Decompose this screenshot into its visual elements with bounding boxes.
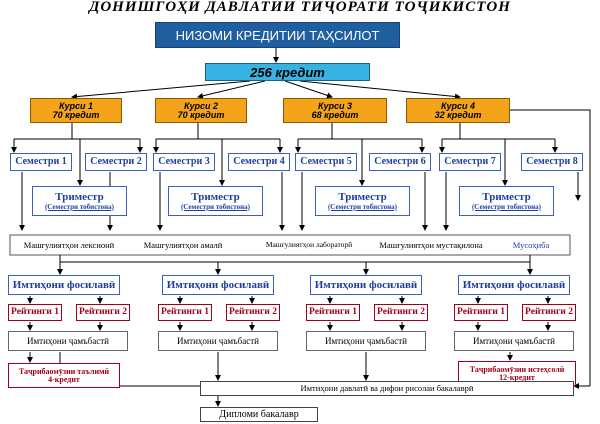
rating-1-g2: Рейтинги 1	[158, 304, 212, 321]
total-exam-3: Имтиҳони ҷамъбастӣ	[306, 331, 426, 351]
arrow-total-course2	[197, 80, 266, 99]
activity-lecture: Машғулиятҳои лексионӣ	[23, 239, 115, 250]
rating-2-g4: Рейтинги 2	[522, 304, 576, 321]
activity-independent: Машғулиятҳои мустақилона	[379, 239, 483, 250]
activity-lab: Машғулиятҳои лабораторӣ	[265, 240, 353, 250]
trimester-2-subtitle: (Семестри тобистона)	[180, 202, 251, 211]
arrow-total-course1	[71, 80, 251, 100]
rating-1-g3: Рейтинги 1	[306, 304, 360, 321]
trimester-1-subtitle: (Семестри тобистона)	[44, 202, 115, 211]
midterm-exam-1: Имтиҳони фосилавӣ	[8, 275, 120, 295]
practice-educational-title: Таҷрибаомӯзии таълимӣ	[18, 366, 110, 376]
trimester-4: Триместр (Семестри тобистона)	[459, 186, 554, 216]
rating-1-g4: Рейтинги 1	[454, 304, 508, 321]
midterm-exam-4: Имтиҳони фосилавӣ	[458, 275, 570, 295]
semester-8: Семестри 8	[521, 153, 583, 171]
course-4-name: Курси 4	[441, 100, 475, 111]
course-3: Курси 3 68 кредит	[283, 98, 387, 123]
trimester-3-subtitle: (Семестри тобистона)	[327, 202, 398, 211]
rating-2-g1: Рейтинги 2	[76, 304, 130, 321]
trimester-3-title: Триместр	[338, 190, 387, 203]
trimester-1: Триместр (Семестри тобистона)	[32, 186, 127, 216]
course-4: Курси 4 32 кредит	[406, 98, 510, 123]
semester-3: Семестри 3	[153, 153, 215, 171]
trimester-2-title: Триместр	[191, 190, 240, 203]
semester-1: Семестри 1	[10, 153, 72, 171]
practice-educational: Таҷрибаомӯзии таълимӣ 4-кредит	[8, 363, 120, 388]
bachelor-diploma: Дипломи бакалавр	[200, 407, 318, 422]
course-2: Курси 2 70 кредит	[155, 98, 247, 123]
trimester-1-title: Триместр	[55, 190, 104, 203]
semester-2: Семестри 2	[85, 153, 147, 171]
total-credits: 256 кредит	[205, 63, 370, 81]
course-3-name: Курси 3	[318, 100, 352, 111]
trimester-2: Триместр (Семестри тобистона)	[168, 186, 263, 216]
final-state-exam: Имтиҳони давлатӣ ва дифои рисолаи бакала…	[200, 381, 574, 396]
rating-2-g2: Рейтинги 2	[226, 304, 280, 321]
trimester-3: Триместр (Семестри тобистона)	[315, 186, 410, 216]
practice-production-credits: 12-кредит	[499, 372, 535, 382]
arrow-total-course4	[299, 80, 461, 100]
activity-interview: Мусоҳиба	[512, 239, 550, 250]
credit-system-title: НИЗОМИ КРЕДИТИИ ТАҲСИЛОТ	[155, 22, 400, 48]
arrow-total-course3	[284, 80, 333, 99]
rating-1-g1: Рейтинги 1	[8, 304, 62, 321]
semester-6: Семестри 6	[369, 153, 431, 171]
arrow-course4-practice	[510, 109, 591, 356]
trimester-4-subtitle: (Семестри тобистона)	[471, 202, 542, 211]
course-1: Курси 1 70 кредит	[30, 98, 122, 123]
semester-4: Семестри 4	[228, 153, 290, 171]
activity-practical: Машғулиятҳои амалӣ	[143, 239, 223, 250]
course-1-credits: 70 кредит	[52, 109, 100, 120]
midterm-exam-2: Имтиҳони фосилавӣ	[162, 275, 274, 295]
rating-2-g3: Рейтинги 2	[374, 304, 428, 321]
activities-frame	[9, 234, 571, 256]
course-2-credits: 70 кредит	[177, 109, 225, 120]
practice-educational-credits: 4-кредит	[48, 374, 80, 384]
course-1-name: Курси 1	[59, 100, 93, 111]
course-4-credits: 32 кредит	[434, 109, 482, 120]
total-exam-4: Имтиҳони ҷамъбастӣ	[454, 331, 574, 351]
semester-7: Семестри 7	[439, 153, 501, 171]
trimester-4-title: Триместр	[482, 190, 531, 203]
total-exam-1: Имтиҳони ҷамъбастӣ	[8, 331, 128, 351]
course-3-credits: 68 кредит	[311, 109, 359, 120]
practice-production-title: Таҷрибаомӯзии истеҳсолӣ	[469, 364, 565, 374]
header-title: ДОНИШГОҲИ ДАВЛАТИИ ТИҶОРАТИ ТОҶИКИСТОН	[89, 0, 511, 15]
total-exam-2: Имтиҳони ҷамъбастӣ	[158, 331, 278, 351]
semester-5: Семестри 5	[295, 153, 357, 171]
course-2-name: Курси 2	[184, 100, 218, 111]
midterm-exam-3: Имтиҳони фосилавӣ	[310, 275, 422, 295]
